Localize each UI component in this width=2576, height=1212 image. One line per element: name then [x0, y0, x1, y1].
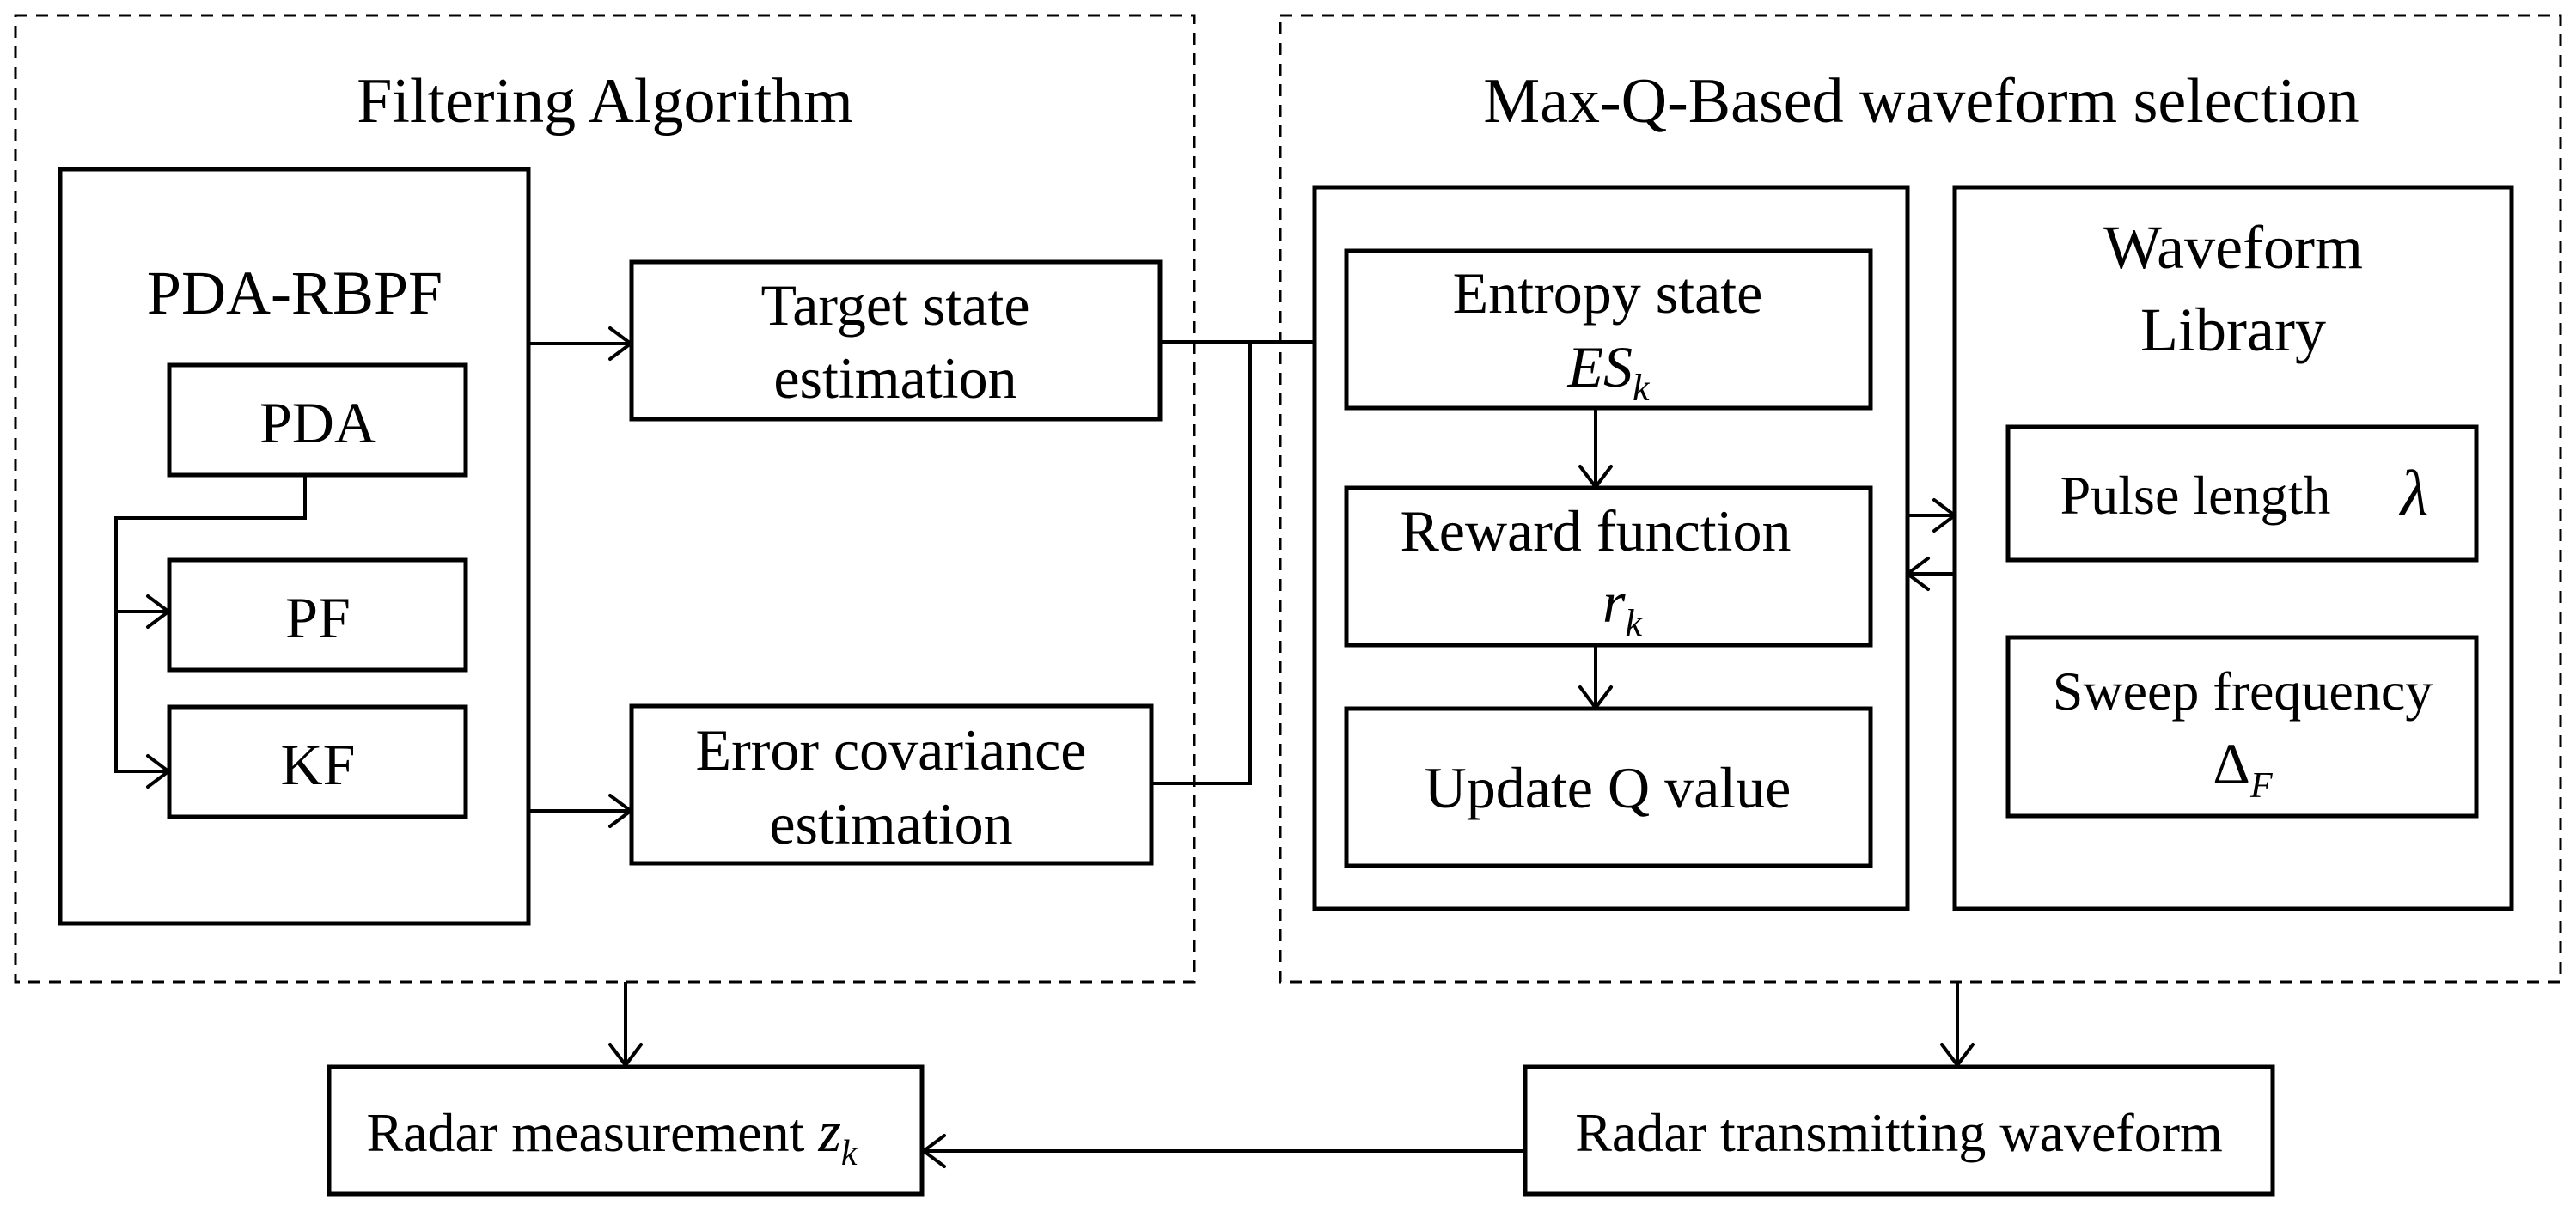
radar-transmitting-label: Radar transmitting waveform [1575, 1102, 2223, 1163]
pda-rbpf-block: PDA-RBPF PDA PF KF [58, 167, 531, 926]
sweep-frequency-box [2005, 635, 2479, 819]
waveform-library-block: Waveform Library Pulse length λ Sweep fr… [1952, 185, 2514, 911]
measurement-in-arrowhead [922, 1134, 946, 1168]
reward-function-block: Reward function rk [1344, 485, 1873, 648]
error-covariance-line2: estimation [769, 791, 1012, 856]
sweep-frequency-label: Sweep frequency [2053, 661, 2433, 722]
entropy-state-symbol: ESk [1566, 334, 1651, 409]
filtering-algorithm-group: Filtering Algorithm [14, 14, 1196, 984]
reward-function-symbol: rk [1602, 569, 1643, 644]
radar-transmitting-block: Radar transmitting waveform [1523, 1064, 2275, 1197]
update-q-block: Update Q value [1344, 706, 1873, 868]
pda-rbpf-title: PDA-RBPF [147, 259, 443, 327]
waveform-library-line2: Library [2140, 295, 2326, 364]
pda-label: PDA [259, 390, 376, 455]
pf-box [167, 557, 468, 673]
filtering-algorithm-frame [14, 14, 1196, 984]
radar-measurement-block: Radar measurement zk [327, 1064, 925, 1197]
target-state-line2: estimation [773, 345, 1016, 411]
pulse-length-label: Pulse length [2060, 465, 2331, 526]
reward-function-box [1344, 485, 1873, 648]
entropy-state-block: Entropy state ESk [1344, 248, 1873, 411]
kf-box [167, 704, 468, 819]
update-q-label: Update Q value [1425, 755, 1792, 820]
error-arrowhead [608, 794, 632, 828]
waveform-selection-group: Max-Q-Based waveform selection [1279, 14, 2562, 984]
radar-measurement-label: Radar measurement zk [366, 1099, 858, 1173]
pda-box [167, 362, 468, 478]
error-covariance-block: Error covariance estimation [629, 703, 1154, 866]
pf-label: PF [285, 585, 351, 650]
error-covariance-line1: Error covariance [696, 717, 1087, 783]
kf-label: KF [281, 732, 356, 797]
radar-measurement-box [327, 1064, 925, 1197]
reward-function-label: Reward function [1400, 498, 1791, 563]
q-in-arrowhead [1906, 557, 1930, 591]
error-to-entropy-connector [1151, 342, 1252, 785]
target-arrowhead [608, 326, 632, 361]
kf-arrowhead [146, 754, 170, 789]
pf-arrowhead [146, 594, 170, 629]
update-q-box [1344, 706, 1873, 868]
target-state-line1: Target state [760, 272, 1029, 338]
pulse-length-box [2005, 424, 2479, 563]
waveform-library-line1: Waveform [2103, 213, 2363, 282]
target-state-block: Target state estimation [629, 259, 1163, 422]
filtering-algorithm-title: Filtering Algorithm [357, 66, 853, 137]
pda-to-kf-connector [114, 475, 307, 773]
waveform-selection-frame [1279, 14, 2562, 984]
waveform-selection-title: Max-Q-Based waveform selection [1483, 66, 2359, 137]
radar-transmitting-box [1523, 1064, 2275, 1197]
entropy-state-label: Entropy state [1453, 260, 1763, 326]
sweep-frequency-symbol: ΔF [2213, 731, 2273, 806]
entropy-state-box [1344, 248, 1873, 411]
library-in-arrowhead [1932, 498, 1956, 533]
pulse-length-symbol: λ [2399, 458, 2429, 530]
